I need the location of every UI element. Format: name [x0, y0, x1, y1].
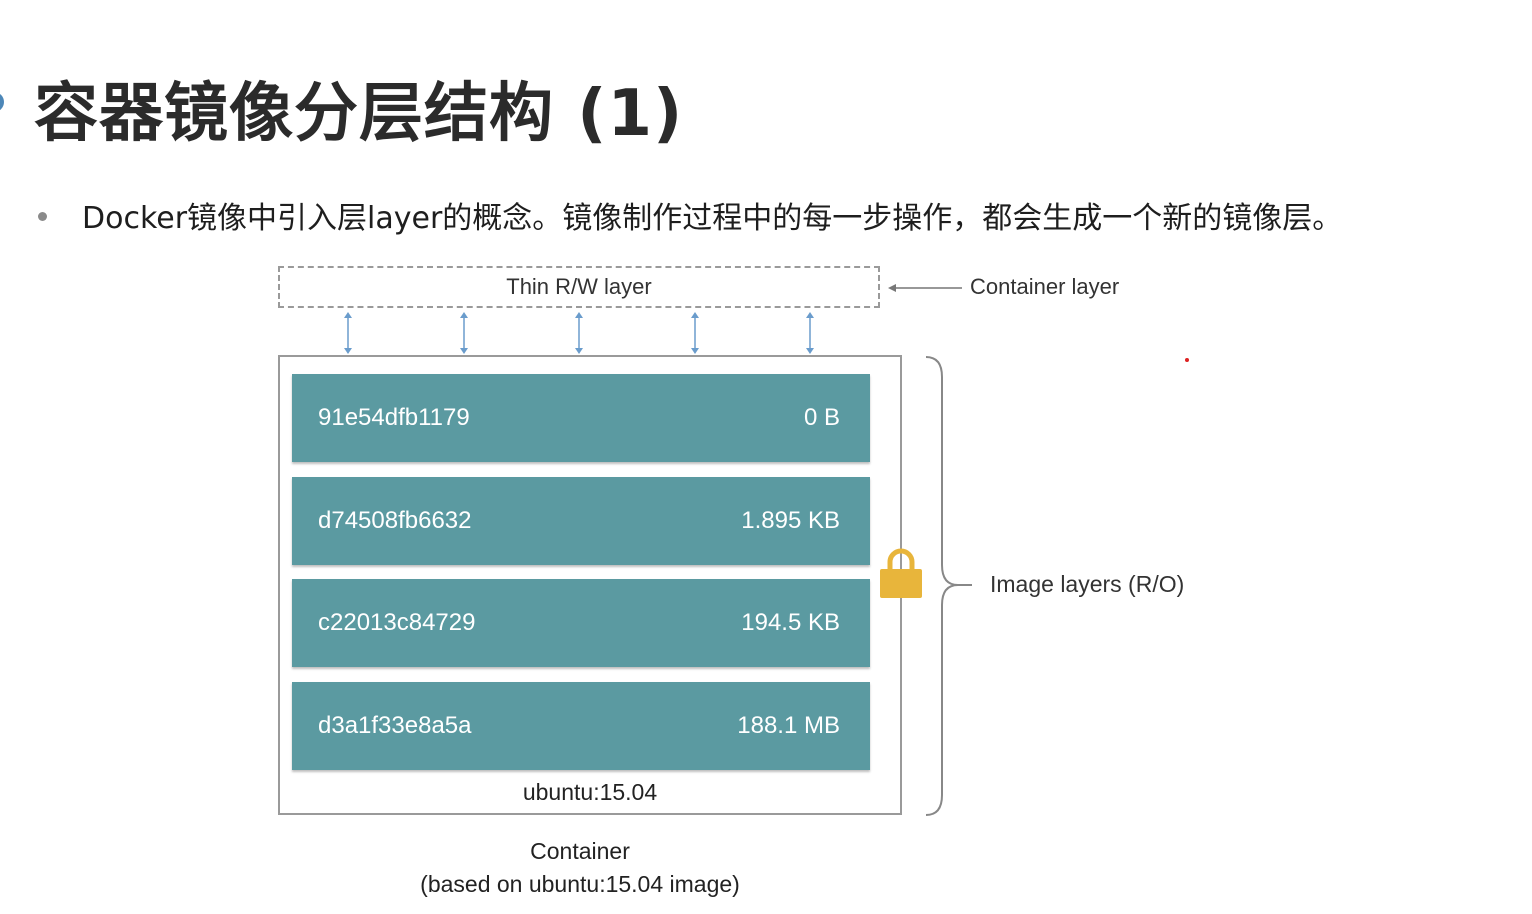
laser-pointer-dot	[1185, 358, 1189, 362]
image-layer: d74508fb6632 1.895 KB	[292, 477, 870, 565]
layer-size: 1.895 KB	[741, 507, 840, 534]
layer-id: d3a1f33e8a5a	[318, 712, 472, 739]
io-arrow-icon	[575, 312, 583, 354]
slide-title: 容器镜像分层结构 (1)	[34, 77, 684, 151]
thin-rw-layer: Thin R/W layer	[278, 266, 880, 308]
bullet-text: Docker镜像中引入层layer的概念。镜像制作过程中的每一步操作，都会生成一…	[82, 201, 1343, 236]
title-marker	[0, 92, 4, 112]
image-layer: 91e54dfb1179 0 B	[292, 374, 870, 462]
image-layers-label: Image layers (R/O)	[990, 571, 1185, 597]
io-arrow-icon	[806, 312, 814, 354]
image-name: ubuntu:15.04	[522, 779, 658, 805]
layer-id: d74508fb6632	[318, 507, 472, 534]
layer-size: 188.1 MB	[737, 712, 840, 739]
io-arrow-icon	[691, 312, 699, 354]
layer-size: 0 B	[803, 404, 840, 431]
layer-size: 194.5 KB	[741, 609, 840, 636]
container-box: 91e54dfb1179 0 B d74508fb6632 1.895 KB c…	[278, 355, 902, 815]
container-layer-label: Container layer	[970, 274, 1120, 299]
brace-icon	[925, 356, 972, 816]
layer-id: 91e54dfb1179	[318, 404, 470, 431]
io-arrow-icon	[344, 312, 352, 354]
lock-icon	[880, 548, 922, 598]
container-caption: Container	[530, 838, 630, 864]
io-arrow-icon	[460, 312, 468, 354]
thin-rw-layer-label: Thin R/W layer	[506, 274, 652, 299]
image-layer: c22013c84729 194.5 KB	[292, 579, 870, 667]
bullet-dot	[38, 212, 47, 221]
pointer-arrow-icon	[888, 284, 962, 292]
layer-id: c22013c84729	[318, 609, 476, 636]
container-caption-detail: (based on ubuntu:15.04 image)	[420, 871, 740, 897]
image-layer: d3a1f33e8a5a 188.1 MB	[292, 682, 870, 770]
